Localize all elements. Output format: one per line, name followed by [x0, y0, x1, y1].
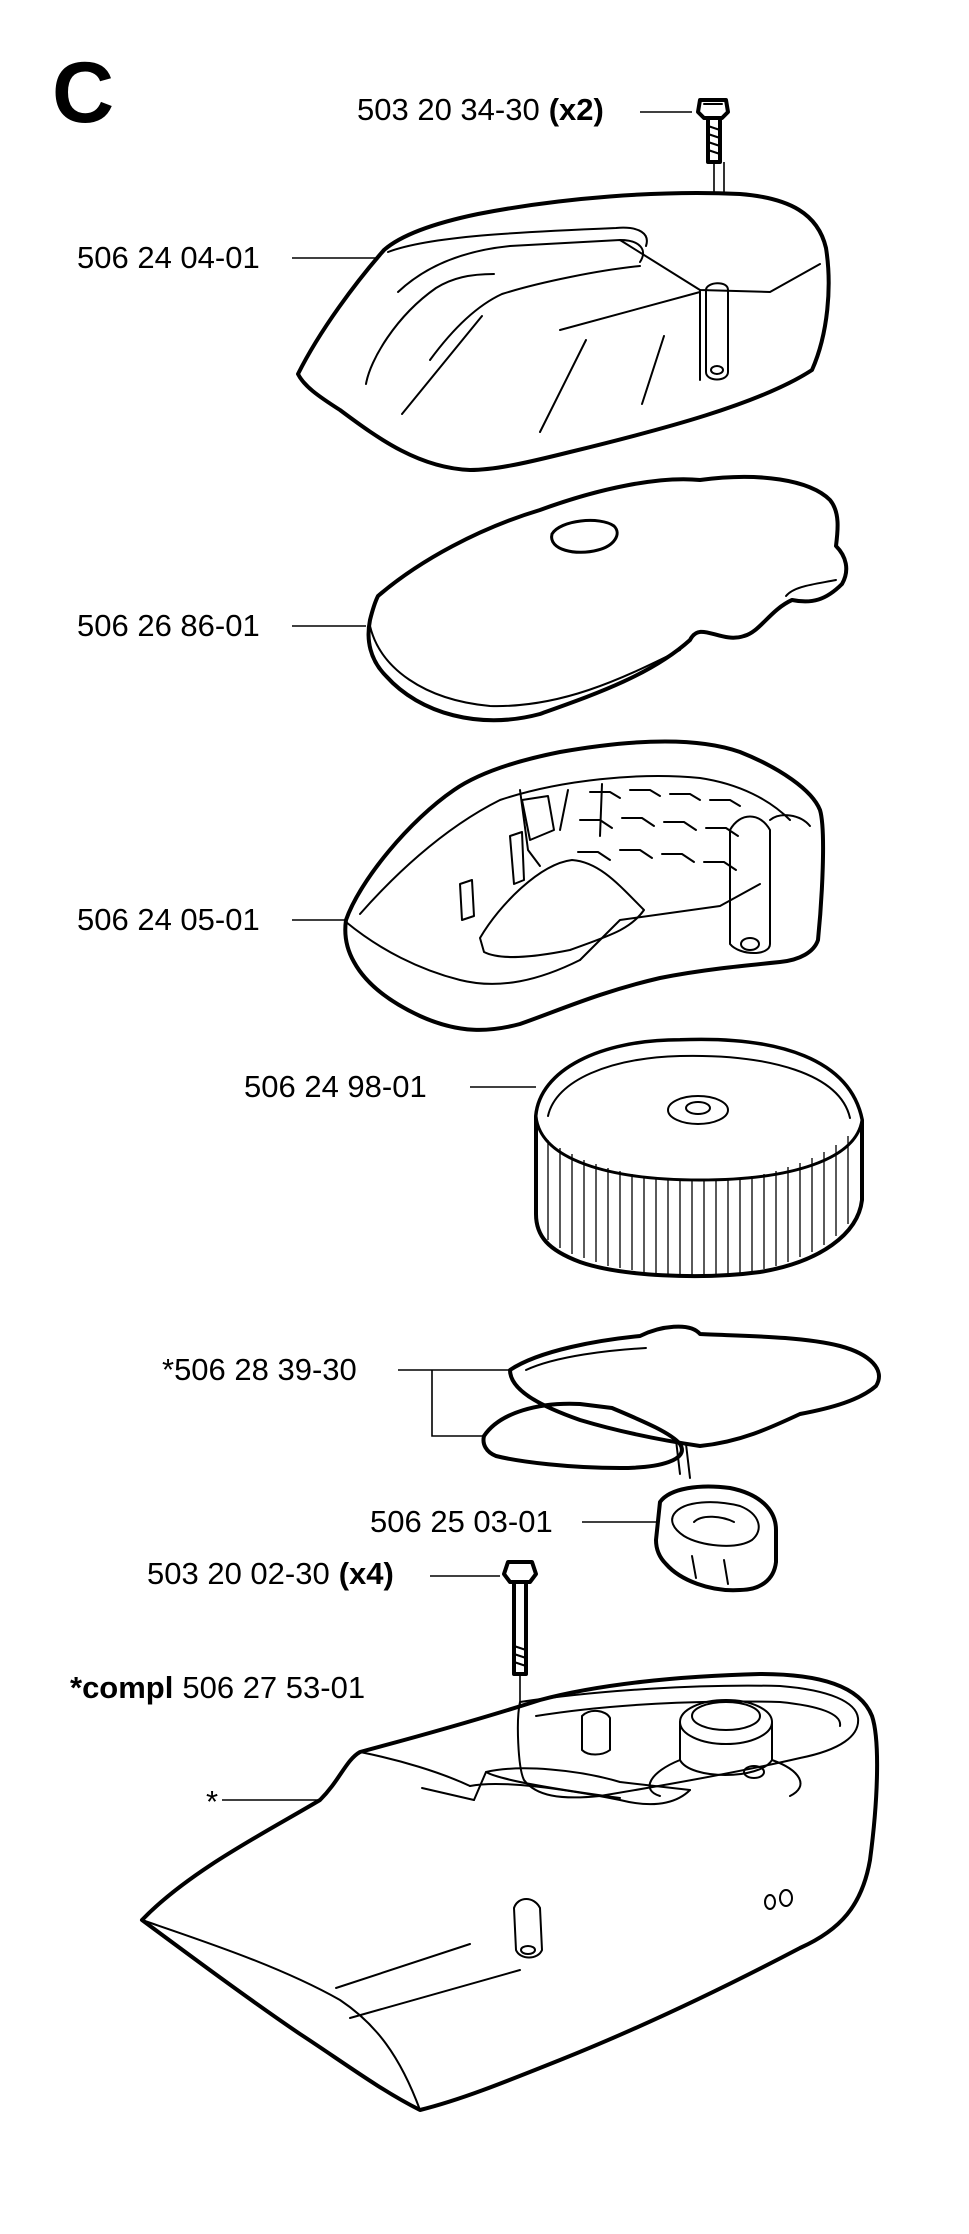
rubber-sleeve-label: 506 25 03-01: [370, 1504, 553, 1539]
foam-filter-label: 506 26 86-01: [77, 608, 260, 643]
screw-top-label: 503 20 34-30(x2): [357, 92, 604, 127]
screw-top-callout: 503 20 34-30(x2): [357, 92, 692, 127]
air-filter-cover-callout: 506 24 04-01: [77, 240, 380, 275]
rubber-sleeve-callout: 506 25 03-01: [370, 1504, 656, 1539]
foam-filter-part: [366, 474, 849, 723]
gasket-kit-label: *506 28 39-30: [162, 1352, 357, 1387]
foam-filter-callout: 506 26 86-01: [77, 608, 366, 643]
screw-bottom-callout: 503 20 02-30(x4): [147, 1556, 500, 1591]
screw-bottom-label: 503 20 02-30(x4): [147, 1556, 394, 1591]
air-filter-pleats: [547, 1136, 849, 1276]
filter-holder-ribs: [577, 789, 741, 871]
air-filter-part: [534, 1037, 864, 1279]
section-letter: C: [52, 45, 114, 141]
cylinder-cover-part: [140, 1672, 880, 2112]
air-filter-cover-part: [296, 190, 831, 472]
filter-holder-callout: 506 24 05-01: [77, 902, 346, 937]
rubber-sleeve-part: [654, 1484, 778, 1593]
air-filter-callout: 506 24 98-01: [244, 1069, 536, 1104]
gasket-kit-part: [481, 1324, 881, 1479]
filter-holder-part: [343, 739, 826, 1032]
air-filter-label: 506 24 98-01: [244, 1069, 427, 1104]
cylinder-cover-marker: *: [206, 1784, 218, 1819]
gasket-kit-callout: *506 28 39-30: [162, 1352, 510, 1437]
air-filter-cover-label: 506 24 04-01: [77, 240, 260, 275]
filter-holder-label: 506 24 05-01: [77, 902, 260, 937]
